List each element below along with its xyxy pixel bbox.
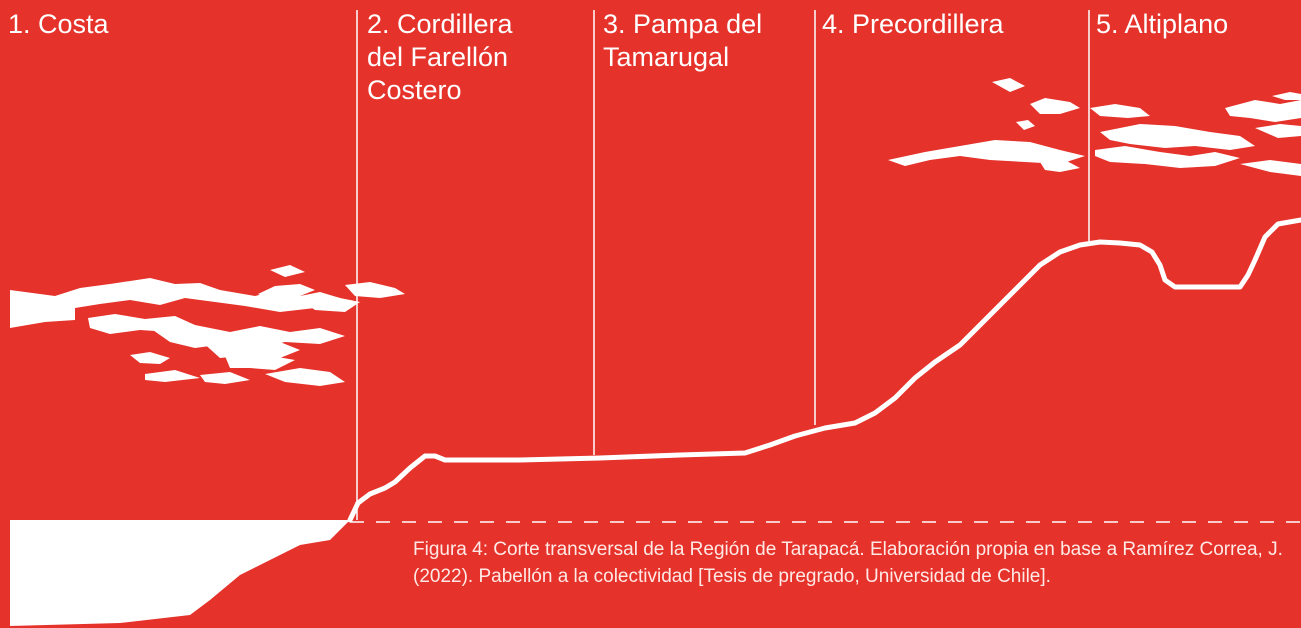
zone-label-pampa-tamarugal: 3. Pampa del Tamarugal [603,9,763,72]
figure-caption: Figura 4: Corte transversal de la Región… [413,539,1283,587]
cloud-cluster-left [10,265,405,386]
zone-label-precordillera: 4. Precordillera [822,9,1004,39]
ocean-shape [10,520,350,626]
zone-label-altiplano: 5. Altiplano [1096,9,1229,39]
zone-label-costa: 1. Costa [8,9,109,39]
cloud-cluster-right [888,78,1301,176]
terrain-profile [347,217,1301,523]
zone-label-cordillera-farellon: 2. Cordillera del Farellón Costero [367,9,513,105]
